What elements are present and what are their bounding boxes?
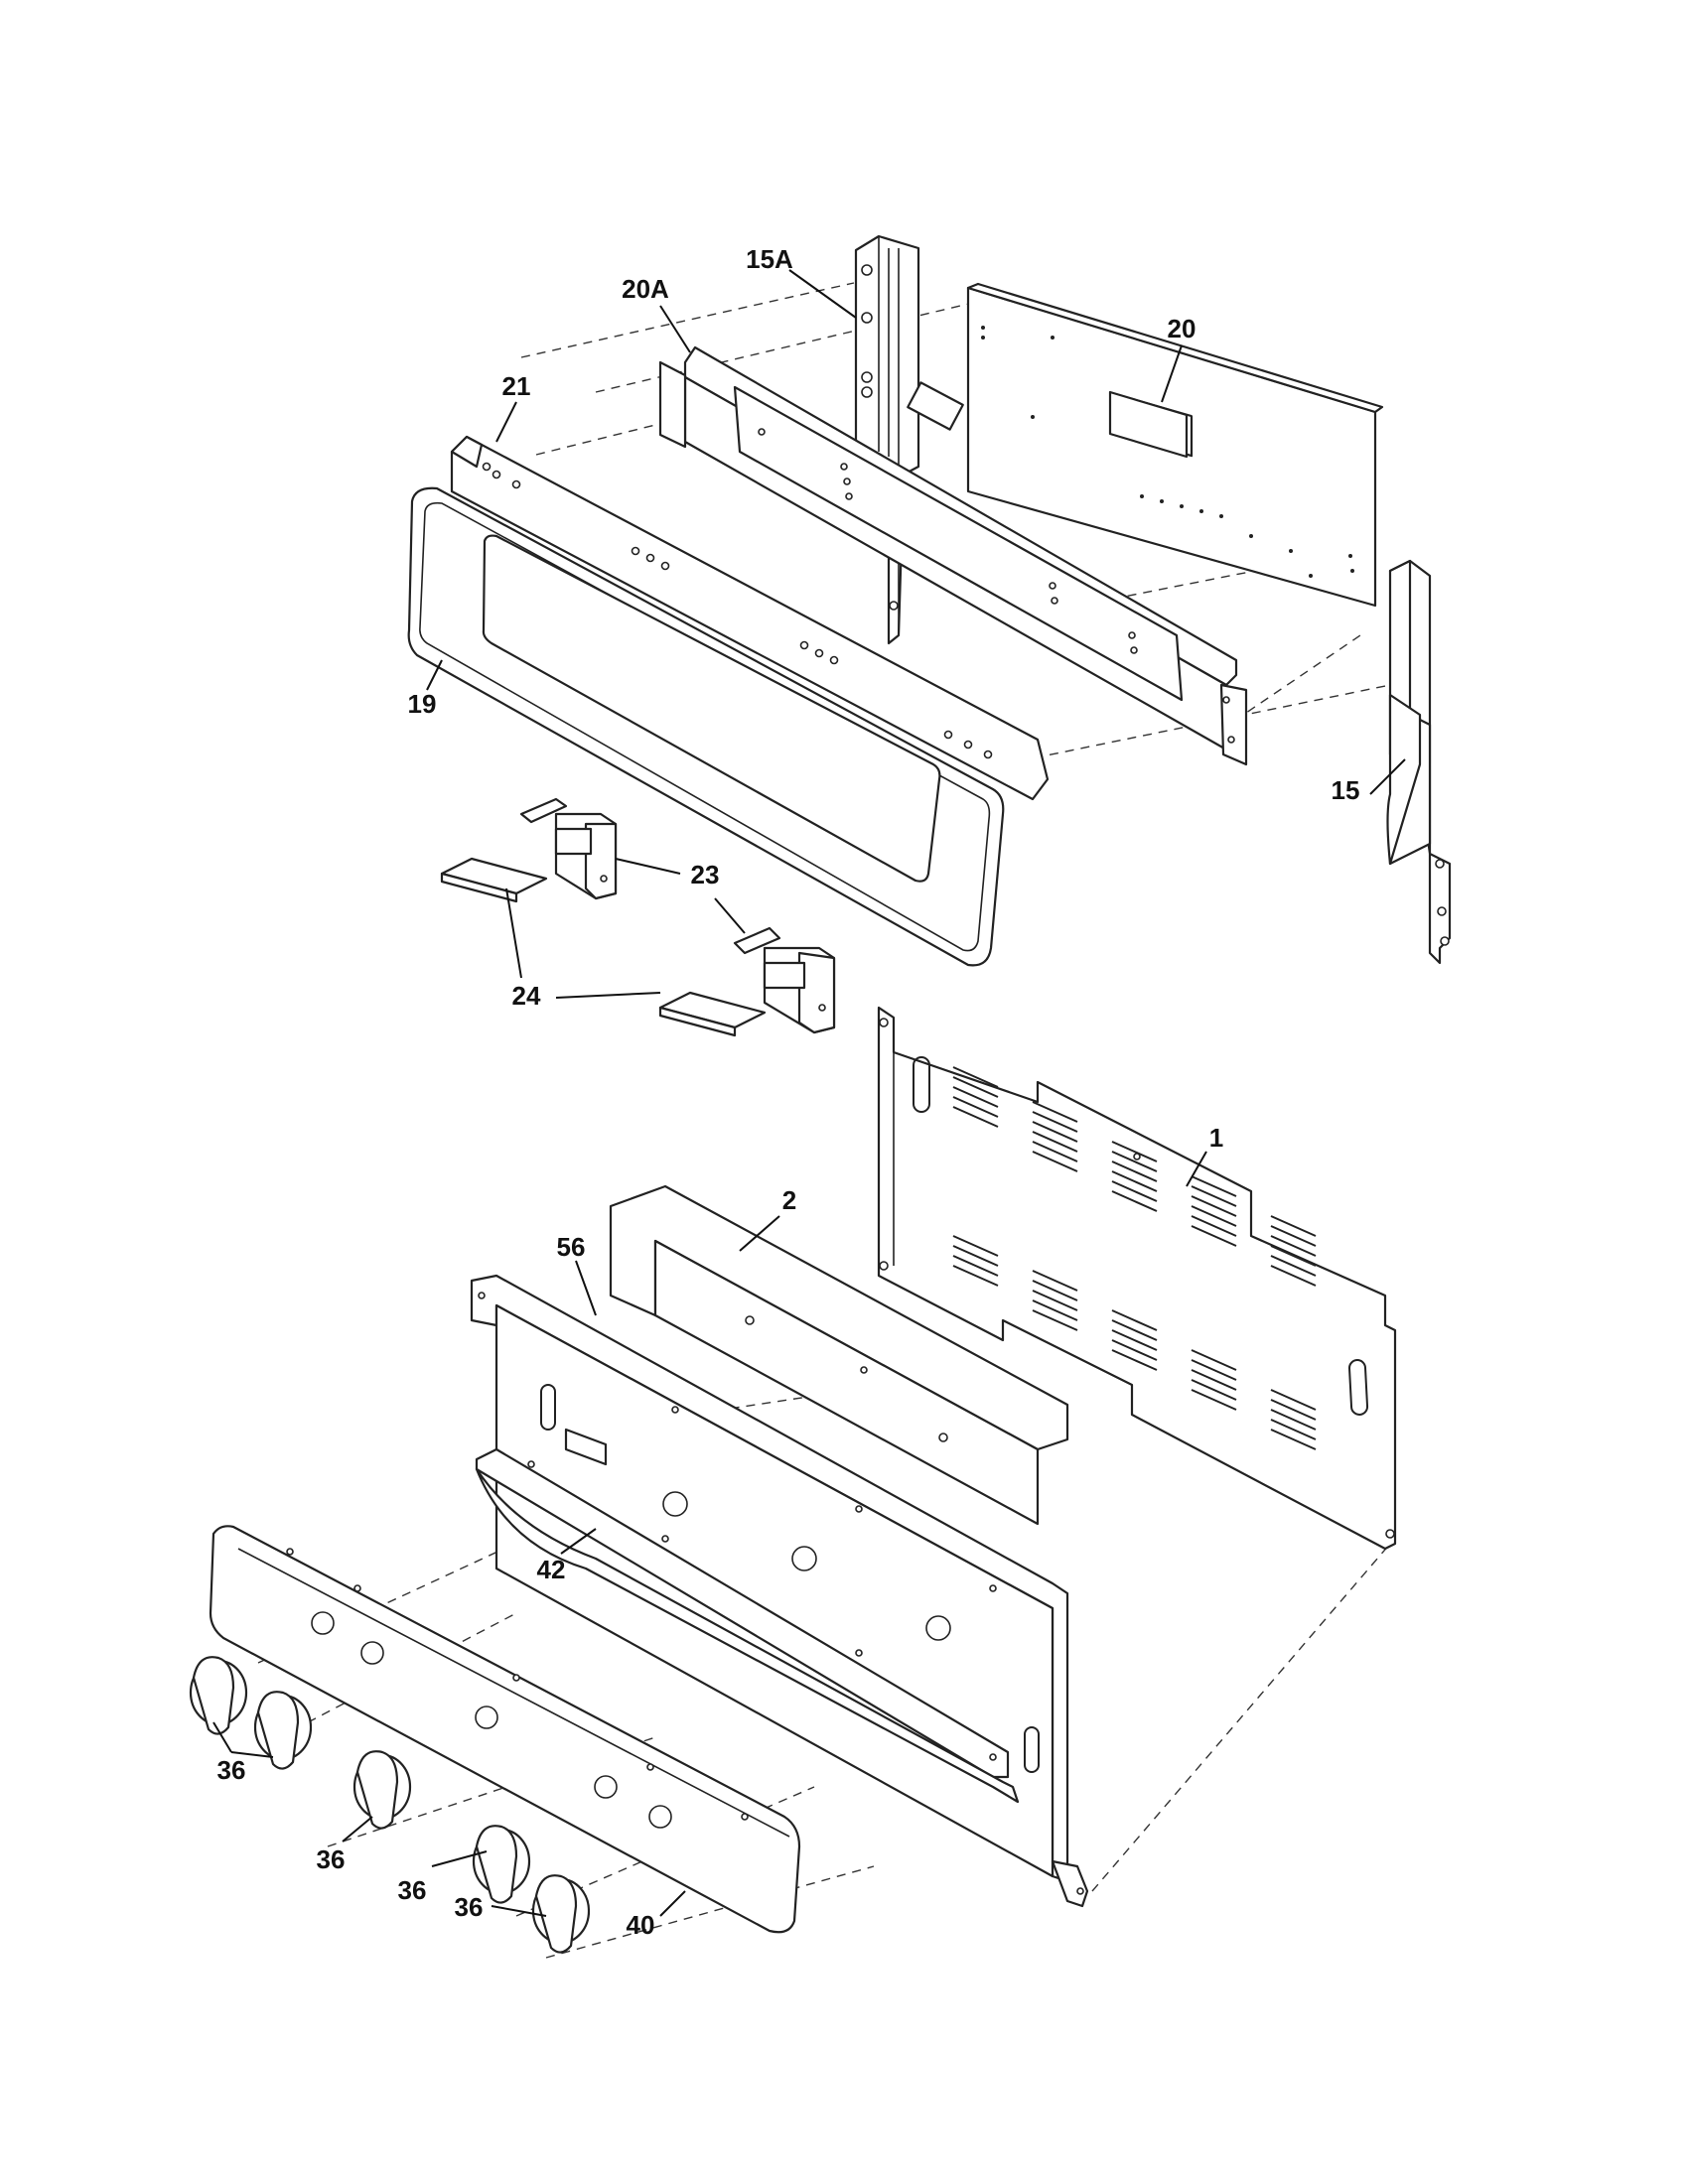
part-36-knob-3 <box>352 1750 412 1830</box>
part-36-knob-4 <box>472 1825 531 1904</box>
part-20-control-board <box>966 282 1384 608</box>
board-component-dots <box>981 326 1354 578</box>
callout-1: 1 <box>1209 1123 1223 1153</box>
part-20a-panel-bracket <box>658 345 1248 766</box>
callout-23: 23 <box>691 860 720 889</box>
callout-15: 15 <box>1332 775 1360 805</box>
part-21-end-cap-rail <box>450 435 1050 801</box>
callout-15a: 15A <box>746 244 793 274</box>
callout-36-c: 36 <box>398 1875 427 1905</box>
part-36-knob-1 <box>189 1656 248 1735</box>
part-24-clip-upper <box>440 857 548 903</box>
part-40-knob-backguard <box>209 1525 801 1934</box>
callout-21: 21 <box>502 371 531 401</box>
part-42-trim-strip <box>475 1447 1020 1804</box>
callout-20a: 20A <box>622 274 669 304</box>
part-15a-bracket <box>854 234 920 645</box>
vent-louvers-lower <box>952 1235 1317 1450</box>
part-23-end-bracket-lower <box>733 926 836 1034</box>
callout-19: 19 <box>408 689 437 719</box>
callout-40: 40 <box>627 1910 655 1940</box>
callout-36-a: 36 <box>217 1755 246 1785</box>
callout-36-d: 36 <box>455 1892 484 1922</box>
panel-bracket-holes <box>758 428 1235 744</box>
part-36-knob-2 <box>253 1691 313 1770</box>
part-1-rear-vented-panel <box>877 1006 1397 1551</box>
part-23-end-bracket-upper <box>519 797 618 900</box>
part-36-knob-5 <box>531 1874 591 1954</box>
callout-42: 42 <box>537 1555 566 1584</box>
callout-36-b: 36 <box>317 1844 346 1874</box>
callout-20: 20 <box>1168 314 1196 343</box>
part-15-right-bracket <box>1386 559 1452 965</box>
callout-24: 24 <box>512 981 541 1011</box>
vent-louvers-upper <box>952 1066 1317 1287</box>
part-24-clip-lower <box>658 991 767 1037</box>
callout-leader-lines <box>212 269 1406 1917</box>
part-2-heat-shield <box>609 1184 1069 1526</box>
part-19-control-panel <box>407 486 1005 967</box>
end-cap-holes <box>482 462 993 759</box>
callout-labels: 15A 20A 20 21 19 15 23 24 1 2 56 42 36 3… <box>217 244 1360 1940</box>
callout-56: 56 <box>557 1232 586 1262</box>
callout-2: 2 <box>782 1185 796 1215</box>
